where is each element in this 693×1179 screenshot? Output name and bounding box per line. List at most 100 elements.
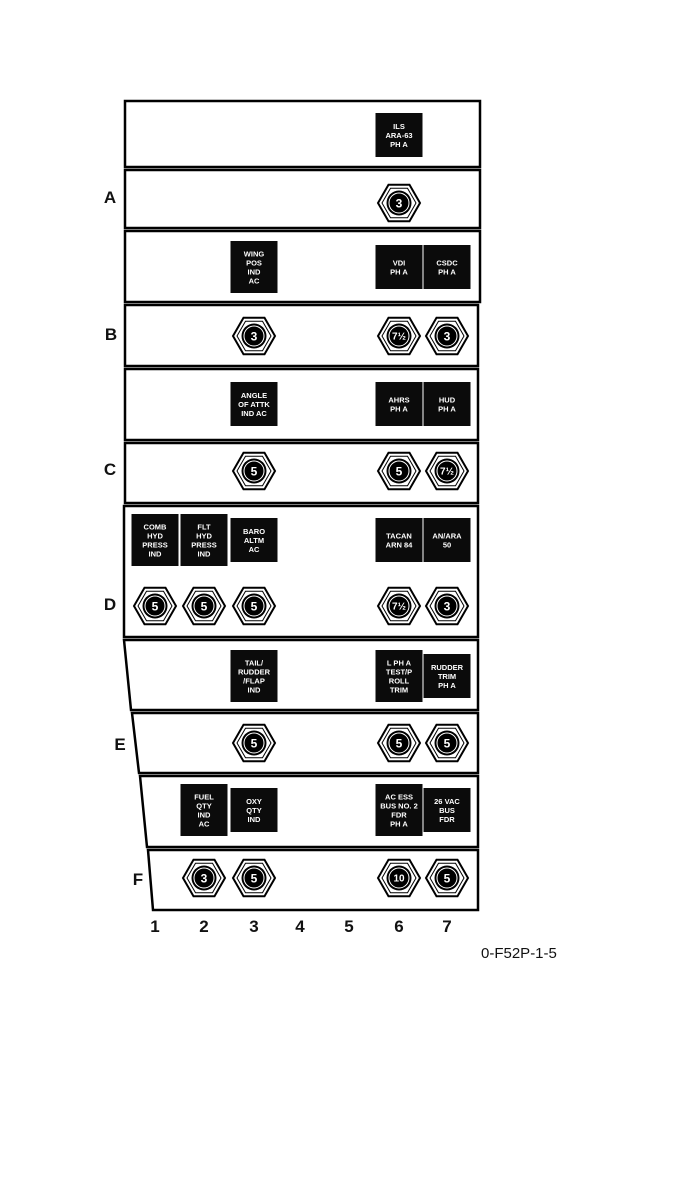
circuit-breaker: 5 xyxy=(424,723,470,763)
breaker-button xyxy=(434,323,460,349)
circuit-breaker: 5 xyxy=(132,586,178,626)
breaker-hex-inner xyxy=(381,727,417,759)
circuit-breaker: 3 xyxy=(424,586,470,626)
breaker-button xyxy=(434,865,460,891)
circuit-breaker: 10 xyxy=(376,858,422,898)
breaker-button xyxy=(142,593,168,619)
column-label: 7 xyxy=(442,917,452,936)
breaker-hex-inner xyxy=(236,727,272,759)
column-label: 4 xyxy=(295,917,305,936)
breaker-button xyxy=(241,593,267,619)
circuit-breaker: 5 xyxy=(231,451,277,491)
circuit-breaker: 5 xyxy=(376,451,422,491)
breaker-ring xyxy=(436,460,458,482)
breaker-ring xyxy=(388,325,410,347)
breaker-hex-inner xyxy=(429,320,465,352)
breaker-rating: 5 xyxy=(251,736,258,750)
panel-strip xyxy=(123,99,482,169)
breaker-ring xyxy=(388,192,410,214)
breaker-hex-inner xyxy=(381,320,417,352)
breaker-button xyxy=(434,458,460,484)
breaker-button xyxy=(386,458,412,484)
breaker-ring xyxy=(388,460,410,482)
placard-plate xyxy=(131,514,179,566)
row-label: A xyxy=(103,188,117,207)
breaker-rating: 5 xyxy=(251,464,258,478)
breaker-hex-inner xyxy=(429,455,465,487)
row-label: B xyxy=(104,325,118,344)
breaker-rating: 3 xyxy=(396,196,403,210)
circuit-breaker: 5 xyxy=(181,586,227,626)
breaker-ring xyxy=(243,595,265,617)
breaker-rating: 3 xyxy=(444,329,451,343)
circuit-breaker: 7½ xyxy=(376,316,422,356)
breaker-ring xyxy=(388,867,410,889)
circuit-breaker: 3 xyxy=(231,316,277,356)
breaker-ring xyxy=(436,325,458,347)
breaker-ring xyxy=(144,595,166,617)
breaker-hex-inner xyxy=(381,455,417,487)
breaker-button xyxy=(434,593,460,619)
placard-plate xyxy=(423,654,471,698)
column-label: 2 xyxy=(199,917,209,936)
breaker-ring xyxy=(193,867,215,889)
breaker-ring xyxy=(388,595,410,617)
breaker-rating: 7½ xyxy=(392,332,406,343)
placard-plate xyxy=(180,784,228,836)
breaker-hex-inner xyxy=(236,320,272,352)
breaker-hex-inner xyxy=(236,455,272,487)
circuit-breaker: 5 xyxy=(376,723,422,763)
breaker-rating: 3 xyxy=(251,329,258,343)
placard-plate xyxy=(230,788,278,832)
breaker-ring xyxy=(243,460,265,482)
placard-plate xyxy=(375,382,423,426)
placard-plate xyxy=(230,382,278,426)
circuit-breaker: 3 xyxy=(424,316,470,356)
breaker-hex-inner xyxy=(429,590,465,622)
breaker-rating: 5 xyxy=(396,464,403,478)
breaker-hex-inner xyxy=(236,862,272,894)
breaker-ring xyxy=(436,867,458,889)
breaker-rating: 7½ xyxy=(392,602,406,613)
figure-id: 0-F52P-1-5 xyxy=(481,945,557,962)
placard-plate xyxy=(423,245,471,289)
breaker-button xyxy=(241,865,267,891)
breaker-rating: 5 xyxy=(152,599,159,613)
placard-plate xyxy=(230,518,278,562)
placard-plate xyxy=(423,788,471,832)
panel-strip xyxy=(123,168,482,230)
breaker-button xyxy=(191,865,217,891)
placard-plate xyxy=(180,514,228,566)
breaker-rating: 7½ xyxy=(440,467,454,478)
breaker-rating: 5 xyxy=(444,871,451,885)
breaker-button xyxy=(386,323,412,349)
row-label: E xyxy=(114,735,126,754)
breaker-hex-inner xyxy=(429,862,465,894)
breaker-ring xyxy=(243,732,265,754)
placard-plate xyxy=(423,382,471,426)
breaker-rating: 5 xyxy=(251,871,258,885)
placard-plate xyxy=(375,518,423,562)
circuit-breaker: 5 xyxy=(424,858,470,898)
